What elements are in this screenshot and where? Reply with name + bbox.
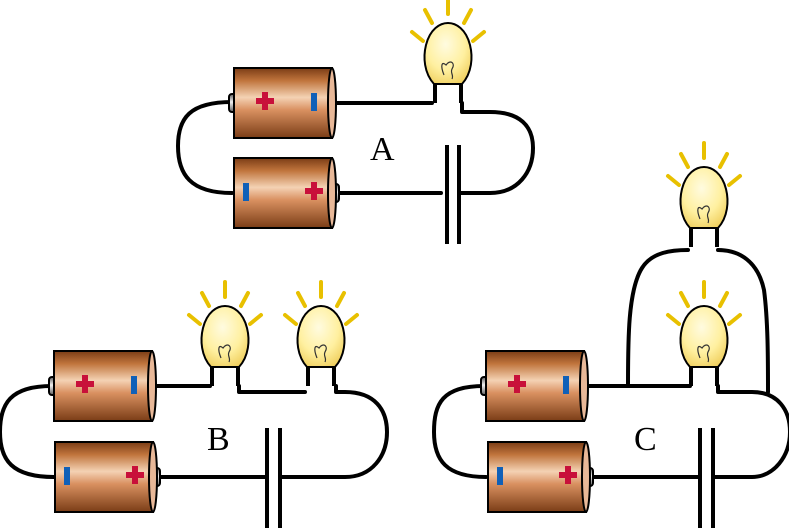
circuit-b-label: B bbox=[207, 421, 230, 458]
battery-b-top bbox=[49, 351, 156, 421]
circuit-c-wire bbox=[432, 248, 789, 479]
bulb-c-bottom bbox=[666, 280, 742, 388]
circuit-c: C bbox=[432, 141, 789, 528]
battery-a-top bbox=[229, 68, 336, 138]
circuit-a-wire bbox=[176, 100, 535, 195]
circuit-c-label: C bbox=[634, 421, 657, 458]
switch-b bbox=[265, 428, 282, 528]
circuit-b: B bbox=[0, 280, 389, 528]
bulb-c-top bbox=[666, 141, 742, 249]
circuit-a: A bbox=[176, 0, 535, 244]
battery-c-top bbox=[481, 351, 588, 421]
bulb-b-right bbox=[283, 280, 359, 388]
switch-c bbox=[698, 428, 715, 528]
circuit-a-label: A bbox=[370, 131, 395, 168]
battery-b-bottom bbox=[55, 442, 160, 512]
switch-a bbox=[445, 145, 461, 244]
battery-c-bottom bbox=[488, 442, 593, 512]
battery-a-bottom bbox=[234, 158, 339, 228]
bulb-a bbox=[410, 0, 486, 105]
circuit-b-wire bbox=[0, 384, 389, 479]
bulb-b-left bbox=[187, 280, 263, 388]
